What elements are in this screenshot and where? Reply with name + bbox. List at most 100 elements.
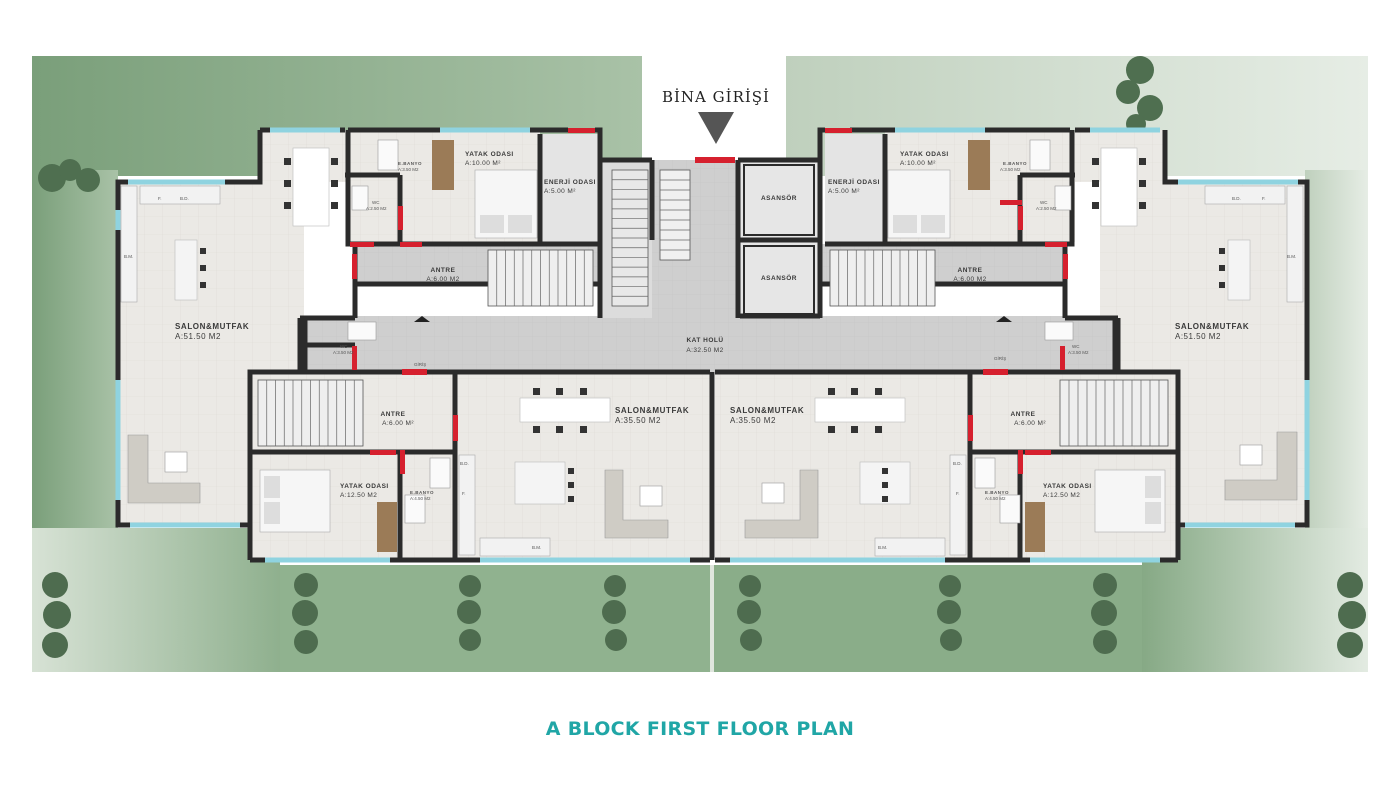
room-name-asansor-2: ASANSÖR (761, 273, 797, 282)
appliance-washer-left: B.M. (124, 254, 133, 259)
kitchen-counter-mid-right-bottom (874, 537, 946, 557)
entry-mark-left: GİRİŞ (414, 316, 430, 367)
bed-top-right (887, 140, 990, 239)
dining-table-top-left (284, 147, 338, 227)
walkway (710, 565, 714, 672)
appliance-fridge-right: F. (1262, 196, 1266, 201)
room-area-enerji-l: A:5.00 M² (544, 188, 576, 195)
kitchen-counter-left (120, 185, 138, 303)
windows (115, 127, 1310, 563)
sofa-mid-left (604, 469, 669, 539)
room-area-salon-mid-right: A:35.50 M2 (730, 416, 776, 425)
grass-bottom-left (32, 528, 280, 672)
room-name-yatak-bl: YATAK ODASI (340, 483, 389, 490)
kitchen-counter-top-left (139, 185, 221, 205)
room-area-enerji-r: A:5.00 M² (828, 188, 860, 195)
room-name-wc-tr: WC (1040, 200, 1048, 205)
appliance-fridge-left: F. (158, 196, 162, 201)
room-area-salon-right: A:51.50 M2 (1175, 332, 1221, 341)
room-labels: SALON&MUTFAK A:51.50 M2 SALON&MUTFAK A:5… (124, 151, 1296, 550)
room-name-salon-mid-left: SALON&MUTFAK (615, 406, 689, 415)
dining-table-mid-right (814, 388, 906, 433)
kitchen-counter-mid-left (458, 454, 476, 556)
sofa-right (1224, 431, 1298, 501)
room-name-yatak-tr: YATAK ODASI (900, 151, 949, 158)
room-name-salon-mid-right: SALON&MUTFAK (730, 406, 804, 415)
room-name-salon-left: SALON&MUTFAK (175, 322, 249, 331)
building-entrance: BİNA GİRİŞİ (662, 88, 769, 144)
room-name-antre-tr: ANTRE (958, 267, 983, 274)
room-name-ebanyo-bl: E.BANYO (410, 490, 434, 495)
stairs (257, 169, 1169, 447)
entry-mark-right: GİRİŞ (994, 316, 1012, 361)
grass-bottom-mid-left (280, 565, 710, 672)
bed-bottom-left (259, 469, 397, 552)
appliance-washer-mid-right: B.M. (878, 545, 887, 550)
room-name-enerji-l: ENERJİ ODASI (544, 178, 596, 186)
kitchen-counter-right (1286, 185, 1304, 303)
room-area-antre-br: A:6.00 M² (1014, 420, 1046, 427)
svg-text:GİRİŞ: GİRİŞ (994, 355, 1006, 361)
room-area-ebanyo-tr: A:3.50 M2 (1000, 167, 1021, 172)
room-area-wc-tr: A:2.50 M2 (1036, 206, 1057, 211)
room-area-ebanyo-br: A:4.50 M2 (985, 496, 1006, 501)
room-area-kat-holu: A:32.50 M2 (686, 347, 723, 354)
room-name-enerji-r: ENERJİ ODASI (828, 178, 880, 186)
room-name-antre-bl: ANTRE (381, 411, 406, 418)
room-area-salon-left: A:51.50 M2 (175, 332, 221, 341)
room-area-salon-mid-left: A:35.50 M2 (615, 416, 661, 425)
bed-bottom-right (1025, 469, 1166, 552)
doors (350, 128, 1068, 474)
tree-group-top-right (1116, 56, 1163, 134)
appliance-washer-mid-left: B.M. (532, 545, 541, 550)
tree-group-top-left (38, 159, 100, 192)
room-name-yatak-br: YATAK ODASI (1043, 483, 1092, 490)
entrance-arrow-icon (698, 112, 734, 144)
door-right-stair (825, 128, 852, 133)
grass-bottom-mid-right (712, 565, 1142, 672)
appliance-fridge-mid-right: F. (956, 491, 960, 496)
room-name-ebanyo-tl: E.BANYO (398, 161, 422, 166)
room-area-wc-tl: A:2.50 M2 (366, 206, 387, 211)
room-area-antre-tl: A:6.00 M2 (426, 276, 459, 283)
appliance-dishwasher-mid-right: B.D. (953, 461, 962, 466)
kitchen-counter-top-right (1204, 185, 1286, 205)
room-name-antre-br: ANTRE (1011, 411, 1036, 418)
dining-table-mid-left (519, 388, 611, 433)
room-area-wc-mr: A:3.50 M2 (1068, 350, 1089, 355)
kitchen-island-mid-right (859, 461, 911, 505)
room-name-asansor-1: ASANSÖR (761, 193, 797, 202)
room-name-wc-ml: WC (340, 344, 348, 349)
room-area-yatak-bl: A:12.50 M2 (340, 492, 377, 499)
elevators (743, 164, 815, 315)
room-area-yatak-br: A:12.50 M2 (1043, 492, 1080, 499)
kitchen-counter-mid-right (949, 454, 967, 556)
room-area-antre-tr: A:6.00 M2 (953, 276, 986, 283)
grass-left (32, 170, 118, 570)
room-name-wc-tl: WC (372, 200, 380, 205)
bed-top-left (432, 140, 538, 239)
appliance-dishwasher-right: B.D. (1232, 196, 1241, 201)
room-area-ebanyo-tl: A:3.50 M2 (398, 167, 419, 172)
appliance-dishwasher-mid-left: B.D. (460, 461, 469, 466)
tree-group-bottom-left (42, 572, 627, 658)
kitchen-counter-mid-left-bottom (479, 537, 551, 557)
room-area-antre-bl: A:6.00 M² (382, 420, 414, 427)
room-name-kat-holu: KAT HOLÜ (686, 335, 723, 344)
kitchen-island-right (1219, 239, 1251, 301)
room-area-ebanyo-bl: A:4.50 M2 (410, 496, 431, 501)
svg-text:GİRİŞ: GİRİŞ (414, 361, 426, 367)
appliance-fridge-mid-left: F. (462, 491, 466, 496)
sofa-mid-right (744, 469, 819, 539)
kitchen-island-mid-left (514, 461, 574, 505)
bathroom-fixtures (347, 139, 1074, 524)
furniture (120, 139, 1304, 557)
door-left-stair (568, 128, 595, 133)
door-main-entrance (695, 157, 735, 163)
room-name-antre-tl: ANTRE (431, 267, 456, 274)
room-name-salon-right: SALON&MUTFAK (1175, 322, 1249, 331)
dining-table-top-right (1092, 147, 1146, 227)
room-name-ebanyo-tr: E.BANYO (1003, 161, 1027, 166)
room-name-yatak-tl: YATAK ODASI (465, 151, 514, 158)
